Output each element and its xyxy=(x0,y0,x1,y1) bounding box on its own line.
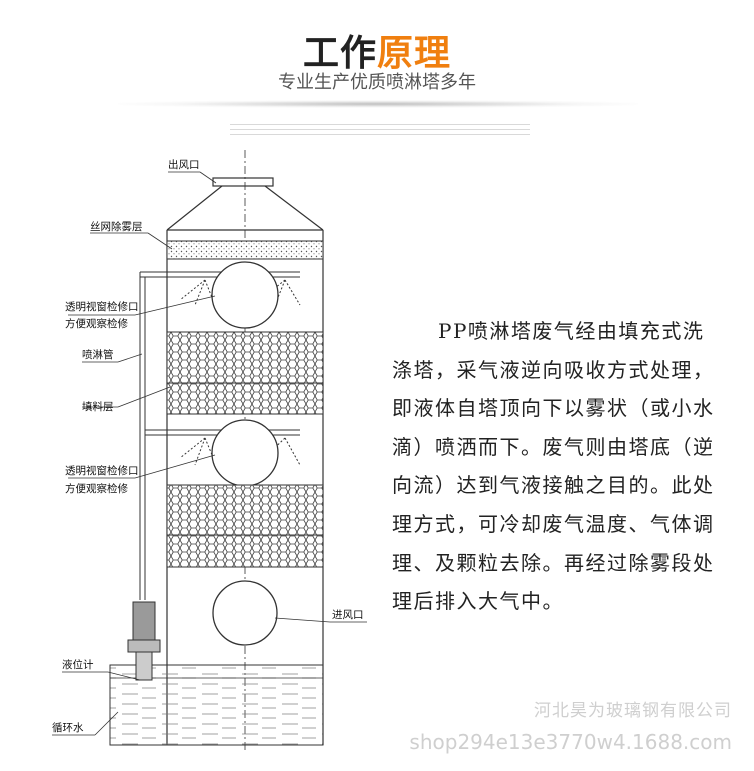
pump xyxy=(127,601,161,681)
label-mist-layer: 丝网除雾层 xyxy=(90,220,143,233)
watermark-company: 河北昊为玻璃钢有限公司 xyxy=(534,701,732,721)
label-window-upper-line1: 透明视窗检修口 xyxy=(65,300,139,313)
viewing-window-upper xyxy=(211,261,279,329)
label-level-gauge: 液位计 xyxy=(62,658,94,671)
watermark-shop: shop294e13e3770w4.1688.com xyxy=(409,730,732,754)
label-window-lower-line1: 透明视窗检修口 xyxy=(65,464,139,477)
title-part-2: 原理 xyxy=(377,33,452,74)
viewing-window-lower xyxy=(211,419,279,487)
mist-eliminator-layer xyxy=(166,240,324,260)
label-packing: 填料层 xyxy=(82,400,114,413)
label-window-upper-line2: 方便观察检修 xyxy=(65,317,128,330)
packing-layer-upper xyxy=(166,331,324,415)
fineprint-lines xyxy=(230,120,530,140)
title-part-1: 工作 xyxy=(302,33,377,74)
description-text: PP喷淋塔废气经由填充式洗涤塔，采气液逆向吸收方式处理，即液体自塔顶向下以雾状（… xyxy=(392,319,715,614)
page-title: 工作原理 xyxy=(0,24,754,76)
title-divider xyxy=(118,100,638,108)
label-outlet: 出风口 xyxy=(168,158,200,171)
page-subtitle: 专业生产优质喷淋塔多年 xyxy=(278,72,476,93)
air-inlet xyxy=(212,580,278,646)
label-circulating-water: 循环水 xyxy=(52,721,84,734)
packing-layer-lower xyxy=(166,484,324,568)
label-spray-pipe: 喷淋管 xyxy=(82,348,114,361)
label-window-lower-line2: 方便观察检修 xyxy=(65,482,128,495)
label-inlet: 进风口 xyxy=(332,609,364,621)
